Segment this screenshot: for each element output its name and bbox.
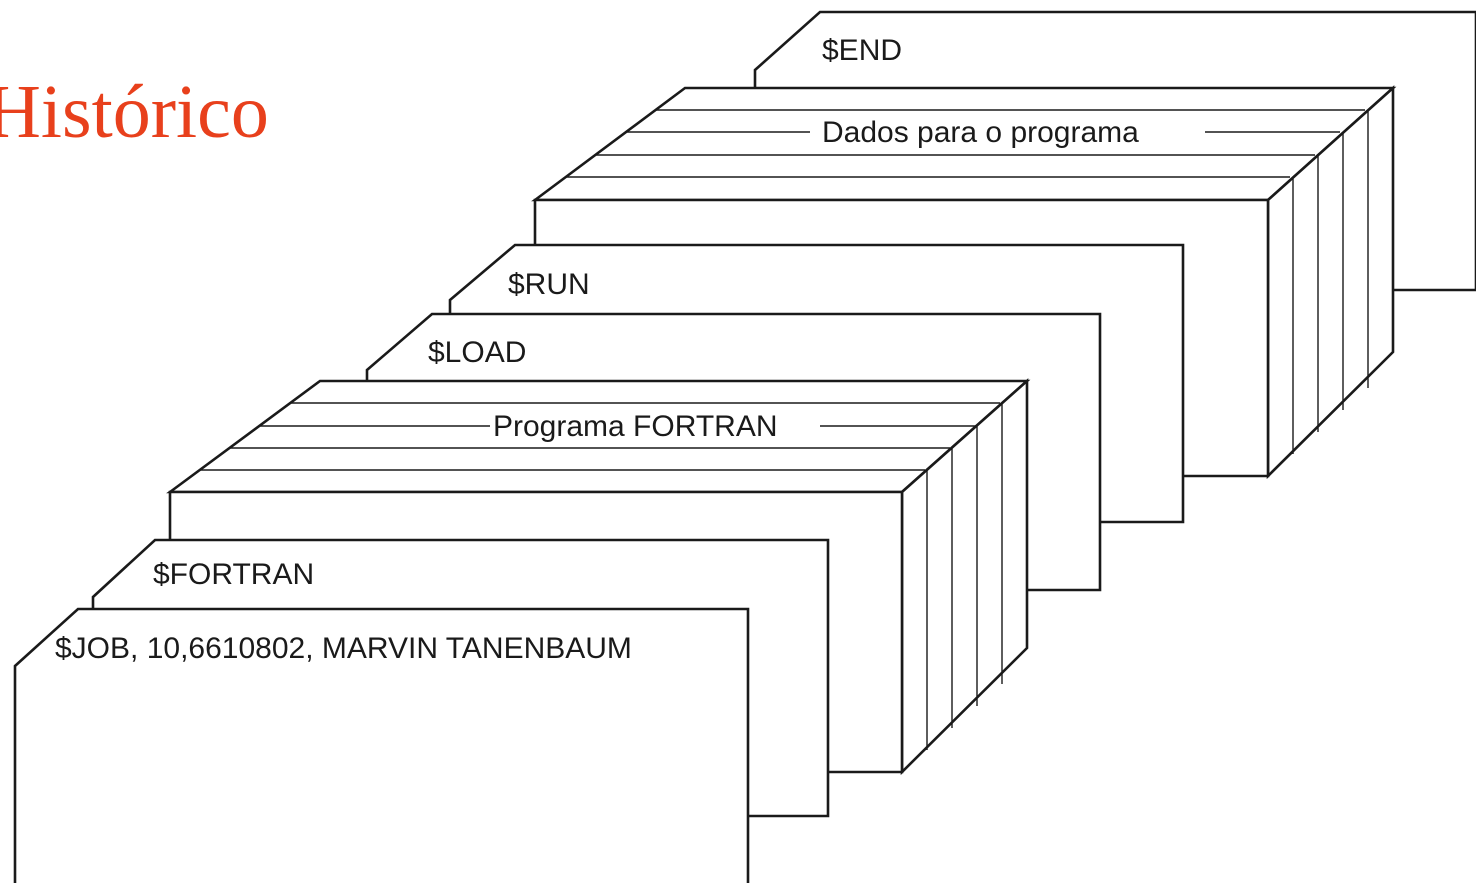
job-card-label: $JOB, 10,6610802, MARVIN TANENBAUM — [55, 632, 632, 665]
data-block-side-stripes — [1292, 111, 1369, 454]
end-card-label: $END — [822, 34, 902, 67]
job-card: $JOB, 10,6610802, MARVIN TANENBAUM — [13, 607, 750, 883]
fortran-block-top-stripes — [200, 402, 1000, 471]
fortran-block-side-stripes — [926, 403, 1003, 750]
data-program-label: Dados para o programa — [822, 116, 1139, 149]
slide-title: Histórico — [0, 70, 269, 154]
data-block-top-stripes — [565, 109, 1365, 178]
fortran-card-label: $FORTRAN — [153, 558, 314, 591]
fortran-program-label: Programa FORTRAN — [493, 410, 778, 443]
run-card-label: $RUN — [508, 268, 590, 301]
load-card-label: $LOAD — [428, 336, 526, 369]
